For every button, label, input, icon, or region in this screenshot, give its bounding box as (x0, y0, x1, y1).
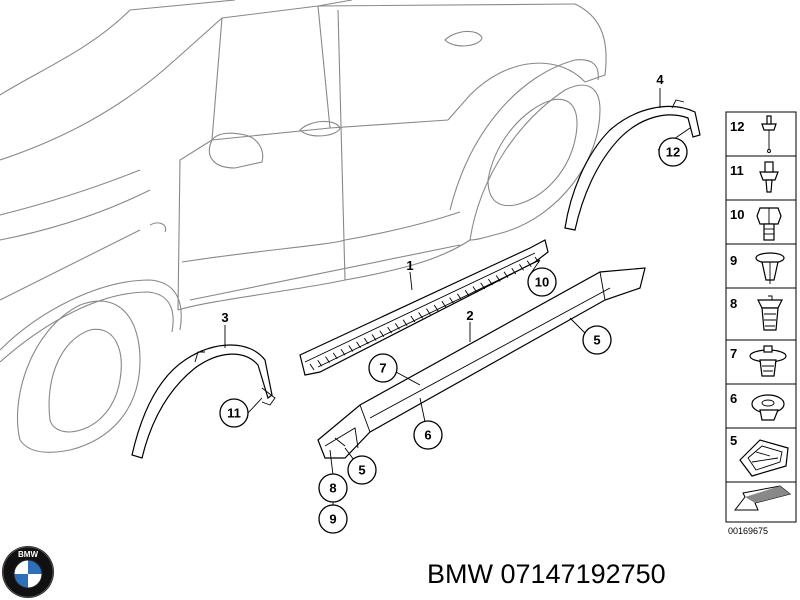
callout-1-label: 1 (406, 258, 413, 273)
callout-8: 8 (318, 473, 348, 503)
rib-line (363, 337, 369, 345)
rib-line (371, 334, 377, 341)
rib-line (433, 304, 439, 312)
rib-line (511, 267, 517, 275)
rib-line (394, 323, 400, 330)
rib-line (526, 260, 532, 267)
callout-10: 10 (527, 267, 557, 297)
rib-line (441, 301, 447, 308)
rib-line (488, 278, 493, 286)
callout-1: 1 (406, 258, 413, 273)
callout-4-label: 4 (656, 72, 664, 87)
callout-12-label: 12 (666, 145, 680, 160)
push-rivet-icon (761, 115, 777, 153)
rib-line (449, 297, 455, 304)
callout-5b: 5 (347, 455, 377, 485)
callout-5b-label: 5 (358, 463, 365, 478)
rib-line (387, 326, 392, 334)
fastener-legend: 12 11 10 9 8 7 6 5 (725, 111, 797, 536)
part-side-skirt (317, 267, 646, 459)
rib-line (418, 312, 423, 319)
rib-line (379, 330, 385, 338)
rib-line (426, 308, 431, 315)
callout-4: 4 (656, 72, 664, 87)
legend-label-7: 7 (730, 346, 737, 361)
bmw-logo-text: BMW (18, 550, 38, 559)
rib-line (495, 275, 501, 282)
callout-3: 3 (221, 310, 228, 325)
part-number-caption: BMW 07147192750 (427, 559, 666, 589)
callout-6: 6 (413, 420, 443, 450)
rib-line (325, 356, 330, 363)
callout-5a: 5 (582, 325, 612, 355)
legend-label-10: 10 (730, 207, 744, 222)
expanding-rivet-icon (755, 252, 785, 284)
rib-line (317, 360, 323, 367)
rib-line (464, 289, 470, 297)
callout-11: 11 (219, 398, 249, 428)
callout-10-label: 10 (535, 275, 549, 290)
rib-line (402, 319, 408, 326)
legend-label-9: 9 (730, 253, 737, 268)
part-sill-carrier (299, 239, 549, 376)
bmw-logo: BMW (2, 546, 54, 598)
legend-label-12: 12 (730, 119, 744, 134)
legend-label-8: 8 (730, 296, 737, 311)
callout-2: 2 (466, 308, 473, 323)
rib-line (410, 315, 416, 323)
doc-number: 00169675 (728, 526, 768, 536)
legend-label-5: 5 (730, 433, 737, 448)
callout-12: 12 (658, 137, 688, 167)
clip-pin-icon (759, 161, 779, 193)
rib-line (480, 282, 486, 290)
rib-line (472, 286, 478, 293)
callout-5a-label: 5 (593, 333, 600, 348)
rib-line (340, 348, 346, 356)
rib-line (457, 293, 462, 301)
spreader-clip-icon (757, 295, 783, 331)
rib-line (332, 352, 338, 360)
callout-9: 9 (318, 504, 348, 534)
part-front-wheel-arch (131, 344, 276, 459)
mounting-bracket-icon (739, 439, 789, 477)
callout-8-label: 8 (329, 481, 336, 496)
legend-label-6: 6 (730, 391, 737, 406)
rib-line (503, 271, 509, 279)
rib-line (356, 341, 361, 349)
clip-nut-icon (751, 394, 785, 421)
legend-label-11: 11 (730, 163, 744, 178)
callout-3-label: 3 (221, 310, 228, 325)
rib-line (519, 264, 524, 271)
rib-line (348, 345, 354, 352)
callout-6-label: 6 (424, 428, 431, 443)
callout-2-label: 2 (466, 308, 473, 323)
callout-7-label: 7 (379, 361, 386, 376)
trim-clip-icon (749, 345, 787, 377)
part-rear-wheel-arch (564, 99, 701, 231)
car-outline (0, 0, 607, 453)
callout-7: 7 (368, 353, 398, 383)
callout-11-label: 11 (227, 406, 241, 421)
hex-bolt-icon (756, 207, 782, 241)
arrow-icon (733, 485, 792, 511)
callout-9-label: 9 (329, 512, 336, 527)
rib-line (309, 363, 315, 371)
